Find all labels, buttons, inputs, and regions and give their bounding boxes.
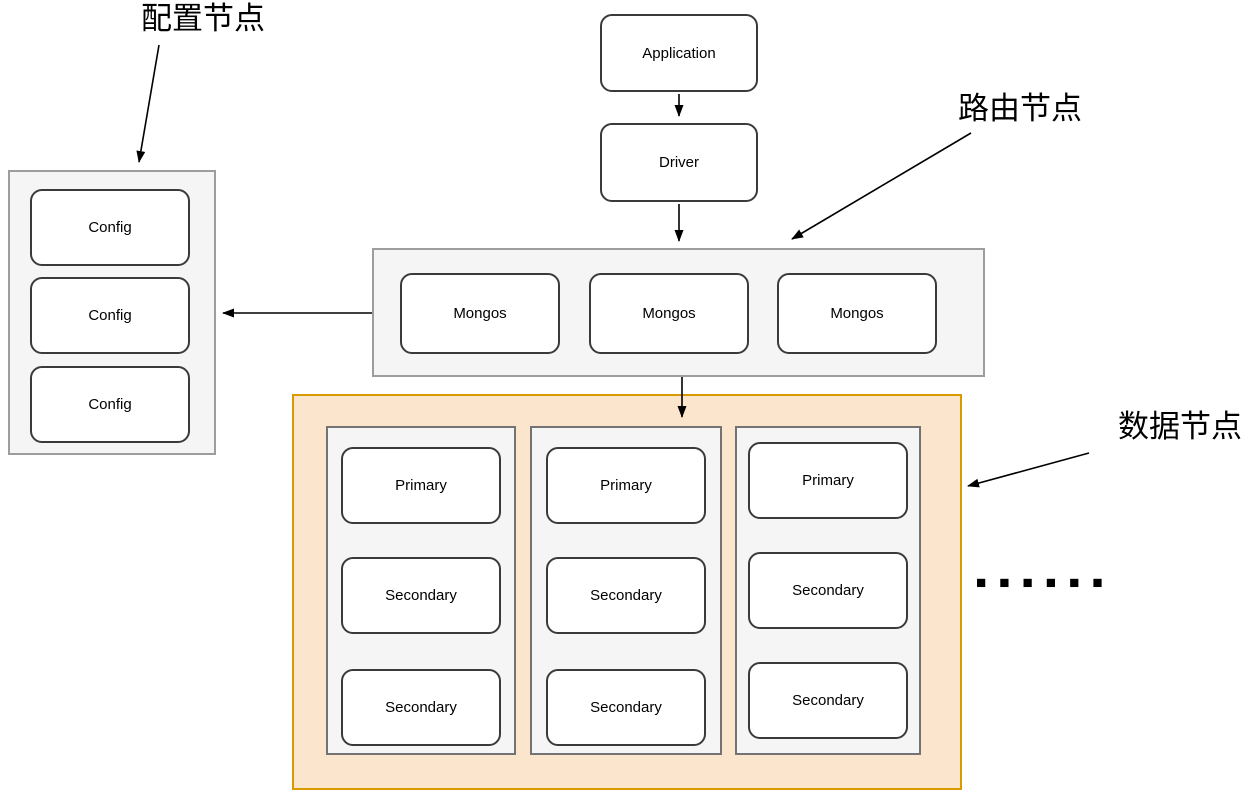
more-shards-ellipsis: ■■■■■■ — [976, 573, 1116, 592]
config-nodes-label: 配置节点 — [141, 1, 265, 36]
shard3-secondary-node-1: Secondary — [748, 552, 908, 629]
shard1-primary-node: Primary — [341, 447, 501, 524]
shard-replica-set-2: Primary Secondary Secondary — [530, 426, 722, 755]
shard3-primary-node: Primary — [748, 442, 908, 519]
mongos-node-1: Mongos — [400, 273, 560, 354]
shard2-secondary-node-2: Secondary — [546, 669, 706, 746]
mongos-node-2: Mongos — [589, 273, 749, 354]
shard1-secondary-node-2: Secondary — [341, 669, 501, 746]
arrow-router-label-to-router-group — [791, 132, 972, 240]
driver-node: Driver — [600, 123, 758, 202]
arrow-config-label-to-config-group — [136, 44, 160, 163]
application-node: Application — [600, 14, 758, 92]
shard3-secondary-node-2: Secondary — [748, 662, 908, 739]
router-nodes-label: 路由节点 — [958, 91, 1082, 126]
mongos-node-3: Mongos — [777, 273, 937, 354]
config-node-3: Config — [30, 366, 190, 443]
shard-replica-set-1: Primary Secondary Secondary — [326, 426, 516, 755]
config-node-1: Config — [30, 189, 190, 266]
shard2-secondary-node-1: Secondary — [546, 557, 706, 634]
router-group-container: Mongos Mongos Mongos — [372, 248, 985, 377]
config-node-2: Config — [30, 277, 190, 354]
arrow-data-label-to-data-group — [967, 452, 1090, 488]
data-nodes-label: 数据节点 — [1118, 409, 1242, 444]
shard2-primary-node: Primary — [546, 447, 706, 524]
shard1-secondary-node-1: Secondary — [341, 557, 501, 634]
data-group-container: Primary Secondary Secondary Primary Seco… — [292, 394, 962, 790]
shard-replica-set-3: Primary Secondary Secondary — [735, 426, 921, 755]
config-group-container: Config Config Config — [8, 170, 216, 455]
